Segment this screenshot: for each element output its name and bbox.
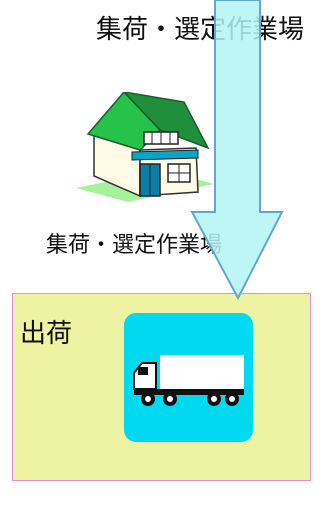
house-label: 集荷・選定作業場 xyxy=(46,233,223,258)
truck-icon xyxy=(124,313,253,442)
house-icon xyxy=(68,90,216,204)
shipping-label: 出荷 xyxy=(20,319,73,349)
diagram-title: 集荷・選定作業場 xyxy=(96,15,305,45)
